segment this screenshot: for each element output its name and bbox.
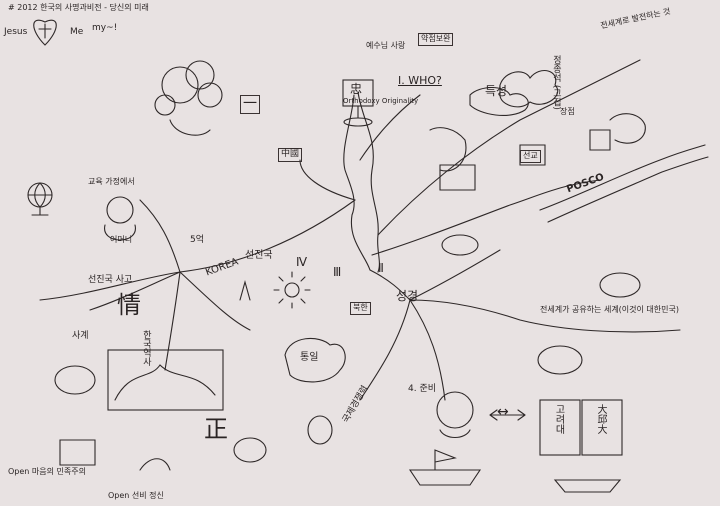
advanced-thought-label: 선진국 사고 (88, 275, 133, 285)
north-korea-box: 북한 (350, 302, 371, 315)
bottom-note: Open 선비 정신 (108, 491, 164, 500)
weakness-box: 약점보완 (418, 33, 454, 46)
who-label: I. WHO? (398, 74, 442, 87)
section-4-label: Ⅳ (296, 255, 308, 269)
crown-icon (660, 120, 690, 150)
holy-label: 성경 (396, 289, 419, 303)
world-note: 전세계가 공유하는 세계(이것이 대한민국) (540, 305, 679, 314)
open-mind-label: Open 마음의 민족주의 (8, 467, 86, 476)
jeong-big-character: 正 (204, 415, 228, 443)
person-name-label: 정종석 (고집) (550, 55, 561, 110)
cross-heart-icon (36, 20, 54, 40)
vertical-label-2: 大邱大 (595, 404, 606, 434)
jesus-label: Jesus (4, 27, 28, 37)
step-4-label: 4. 준비 (408, 384, 437, 394)
road-note: 교육 가정에서 (88, 177, 135, 186)
me-label: Me (70, 27, 84, 37)
word-top: 예수님 사랑 (366, 41, 406, 50)
double-arrow: ↔ (497, 404, 509, 420)
center-sign-sub: Orthodoxy Originality (343, 97, 419, 105)
section-2-label: Ⅱ (378, 261, 384, 275)
box-one: 一 (240, 95, 260, 115)
korea-history-label: 한국역사 (140, 330, 151, 366)
jeong-character: 情 (117, 291, 141, 319)
section-3-label: Ⅲ (333, 265, 342, 279)
advanced-country-label: 선진국 (245, 250, 273, 261)
signature: my~! (92, 23, 118, 33)
parent-label: 어머니 (110, 235, 133, 244)
china-box: 中國 (278, 148, 303, 162)
age-label: 5억 (190, 235, 205, 245)
mission-box: 선교 (520, 150, 541, 163)
unify-label: 통일 (300, 352, 319, 363)
feature-label: 특성 (485, 84, 508, 98)
sun-icon (274, 272, 310, 308)
globe-icon (28, 183, 52, 217)
good-point-label: 장점 (560, 107, 575, 116)
vertical-label-1: 고려대 (553, 404, 564, 434)
season-label: 사계 (72, 331, 89, 341)
center-sign-title: 忠 (350, 82, 363, 96)
boat-icon (410, 450, 480, 486)
top-note: # 2012 한국의 사명과비전 - 당신의 미래 (8, 3, 149, 12)
